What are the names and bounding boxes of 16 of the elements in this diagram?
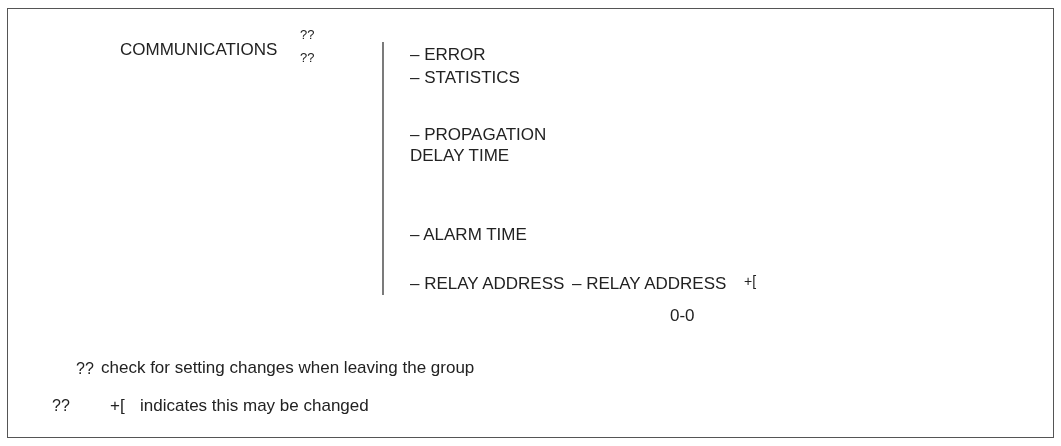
symbol-text: ??	[76, 359, 94, 379]
menu-title: COMMUNICATIONS	[120, 39, 278, 61]
symbol-text: +[	[744, 273, 757, 291]
symbol-text: ??	[300, 27, 315, 44]
menu-item: – RELAY ADDRESS	[410, 273, 565, 295]
value-text: 0-0	[670, 305, 695, 327]
menu-item: – STATISTICS	[410, 67, 520, 89]
symbol-text: ??	[52, 396, 70, 416]
symbol-text: +[	[110, 395, 125, 417]
menu-item: – ERROR	[410, 44, 486, 66]
menu-item: – RELAY ADDRESS	[572, 273, 727, 295]
note-text: check for setting changes when leaving the group	[101, 357, 475, 379]
symbol-text: ??	[300, 50, 315, 67]
note-text: indicates this may be changed	[140, 395, 369, 417]
menu-item: – ALARM TIME	[410, 224, 527, 246]
menu-item: – PROPAGATION DELAY TIME	[410, 124, 548, 167]
